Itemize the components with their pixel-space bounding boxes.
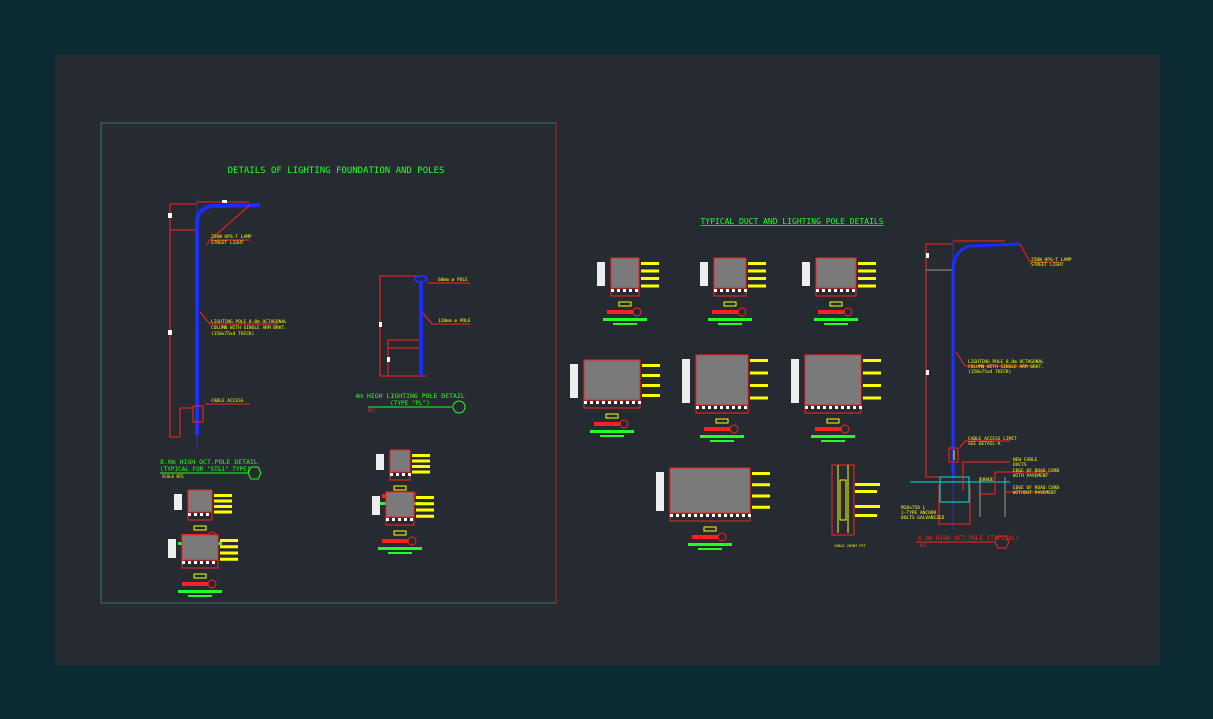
duct-section-detail [802,257,876,325]
detail-marker-icon [452,400,466,414]
duct-label-1: NEW CABLE [1013,457,1038,463]
pole-8m-detail-title: 8.0m HIGH OCT.POLE DETAIL [160,458,258,466]
anchor-label-1: M20x750 L [901,505,926,511]
pole-60mm-label: 60mm ø POLE [438,277,468,283]
curb1-label-2: WITH PAVEMENT [1013,473,1049,479]
duct-section-detail [597,257,659,325]
cable-pit-label: CABLE JOINT PIT [834,544,867,548]
curb2-label-1: EDGE OF ROAD CURB [1013,485,1059,491]
pole-4m-elevation [379,275,470,377]
grade-label: GRADE [980,477,994,483]
right-pole-label-3: (150x75x4 THICK) [968,369,1011,375]
access-limit-label-2: SEE DETAIL-A [968,441,1001,447]
duct-section-detail [682,354,768,442]
cable-access-label: CABLE ACCESS [211,398,244,404]
pole-8m-elevation [168,198,278,450]
right-pole-detail-title: 8.0m HIGH OCT.POLE (TYPICAL) [918,535,1019,542]
duct-section-detail [372,491,434,554]
right-lamp-label-1: 250W HPS-T LAMP [1031,257,1072,263]
pole-label-line1: LIGHTING POLE 8.0m OCTAGONAL [211,319,287,325]
lamp-label-line1: 250W HPS-T LAMP [211,234,252,240]
lamp-label-line2: STREET LIGHT [211,240,244,246]
pole-8m-typical-elevation [910,238,1060,530]
left-sheet-title: DETAILS OF LIGHTING FOUNDATION AND POLES [228,166,445,176]
right-lamp-label-2: STREET LIGHT [1031,262,1064,268]
pole-label-line3: (150x75x4 THICK) [211,331,254,337]
pole-8m-scale: SCALE NTS [162,474,184,479]
duct-section-detail [700,257,766,325]
duct-section-detail [570,359,660,437]
anchor-label-3: BOLTS GALVANIZED [901,515,945,521]
detail-marker-icon [247,466,262,480]
duct-section-detail [168,534,238,597]
curb2-label-2: WITHOUT PAVEMENT [1013,490,1057,496]
right-pole-label-2: COLUMN WITH SINGLE ARM BRKT. [968,364,1044,370]
detail-marker-icon [994,535,1010,549]
pole-120mm-label: 120mm ø POLE [438,318,471,324]
pole-8m-detail-subtitle: (TYPICAL FOR "ST&1" TYPE) [160,466,250,473]
duct-label-2: DUCTS [1013,462,1027,468]
pole-4m-detail-subtitle: (TYPE "PL") [390,400,430,407]
curb1-label-1: EDGE OF ROAD CURB [1013,468,1059,474]
pole-label-line2: COLUMN WITH SINGLE ARM BRKT. [211,325,287,331]
cable-joint-pit-section [831,464,880,536]
pole-4m-scale: NTS [368,408,376,413]
right-sheet-title: TYPICAL DUCT AND LIGHTING POLE DETAILS [700,217,883,226]
anchor-label-2: J-TYPE ANCHOR [901,510,937,516]
right-pole-label-1: LIGHTING POLE 8.0m OCTAGONAL [968,359,1044,365]
pole-4m-detail-title: 4m HIGH LIGHTING POLE DETAIL [355,392,465,400]
right-pole-scale: NTS [920,543,928,548]
duct-section-detail [791,354,881,442]
duct-section-detail [656,467,770,550]
access-limit-label-1: CABLE ACCESS LIMIT [968,436,1017,442]
